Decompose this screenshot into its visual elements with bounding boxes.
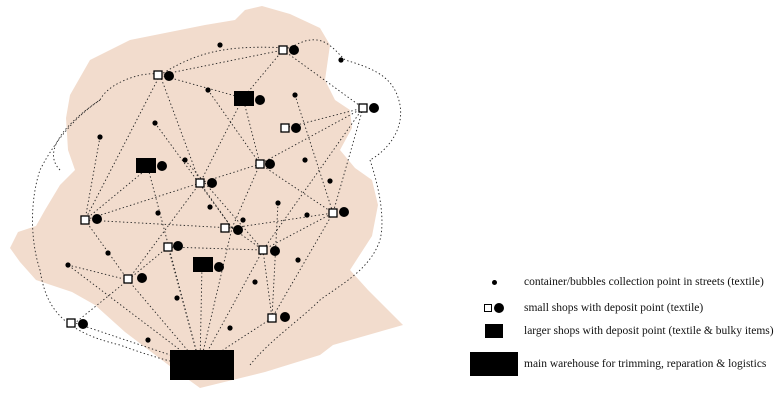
collection-point [240, 217, 246, 223]
open-square-icon [484, 304, 492, 312]
small-shop [163, 241, 183, 252]
small-shop [220, 223, 243, 235]
large-filled-rect-icon [470, 352, 518, 376]
link [84, 136, 101, 221]
legend-warehouse: main warehouse for trimming, reparation … [470, 352, 766, 376]
link [184, 159, 264, 251]
legend-label: larger shops with deposit point (textile… [524, 325, 774, 337]
link [127, 246, 169, 281]
small-shop [267, 312, 290, 323]
link [271, 202, 279, 319]
link [262, 249, 273, 319]
network-links [32, 39, 402, 371]
link [259, 163, 334, 214]
filled-rect-icon [485, 324, 503, 338]
link [74, 322, 201, 366]
collection-point [207, 204, 213, 210]
larger-shop [136, 158, 167, 173]
small-shop [280, 123, 301, 133]
collection-point [182, 157, 188, 163]
link [167, 246, 264, 251]
link [231, 163, 261, 229]
filled-circle-icon [494, 303, 504, 313]
collection-point [252, 279, 258, 285]
link [262, 212, 334, 251]
collection-point [275, 200, 281, 206]
legend-collection-point: container/bubbles collection point in st… [470, 276, 764, 288]
link [84, 182, 201, 221]
territory-area [10, 6, 403, 388]
larger-shop [193, 257, 224, 272]
link [242, 49, 284, 99]
link [127, 182, 201, 281]
outer-loop [53, 39, 402, 171]
collection-point [327, 178, 333, 184]
main-warehouse [170, 350, 234, 380]
legend-label: container/bubbles collection point in st… [524, 276, 764, 288]
link [84, 74, 161, 221]
legend-small-shop: small shops with deposit point (textile) [470, 302, 703, 314]
link [199, 227, 233, 366]
link [67, 264, 129, 281]
legend-larger-shop: larger shops with deposit point (textile… [470, 324, 774, 338]
collection-point [152, 120, 158, 126]
dot-symbol-icon [491, 279, 497, 285]
link [259, 107, 364, 165]
small-shop [66, 318, 88, 329]
small-shop [328, 207, 349, 218]
collection-point [227, 325, 233, 331]
collection-point [155, 210, 161, 216]
link [231, 227, 264, 251]
link [262, 107, 364, 251]
link [199, 163, 261, 184]
small-shop [153, 70, 174, 81]
collection-point [295, 257, 301, 263]
small-shop [255, 159, 275, 169]
link [84, 219, 129, 281]
outer-loop-right [249, 159, 383, 366]
larger-shops [136, 91, 265, 272]
collection-point [105, 250, 111, 256]
larger-shop [234, 91, 265, 106]
collection-point [338, 57, 344, 63]
collection-points [65, 42, 344, 343]
collection-point [217, 42, 223, 48]
collection-point [304, 212, 310, 218]
link [199, 249, 264, 366]
collection-point [145, 337, 151, 343]
collection-point [302, 157, 308, 163]
small-shop [195, 178, 217, 188]
small-shop [123, 273, 147, 284]
link [282, 49, 364, 109]
collection-point [97, 134, 103, 140]
collection-point [174, 295, 180, 301]
legend-label: main warehouse for trimming, reparation … [524, 358, 767, 370]
collection-point [292, 92, 298, 98]
legend-label: small shops with deposit point (textile) [524, 302, 704, 314]
link [199, 97, 244, 184]
link [67, 264, 201, 366]
small-shop [258, 245, 280, 256]
link [154, 122, 233, 229]
small-shops [66, 45, 379, 329]
small-shop [358, 103, 379, 113]
link [199, 317, 273, 366]
link [199, 264, 203, 366]
link [294, 94, 334, 214]
collection-point [65, 262, 71, 268]
collection-point [205, 87, 211, 93]
small-shop [278, 45, 299, 55]
link [84, 219, 233, 229]
small-shop [80, 214, 102, 225]
outer-loop-left [32, 99, 226, 371]
link [271, 212, 334, 319]
link [159, 74, 244, 99]
link [159, 74, 201, 184]
